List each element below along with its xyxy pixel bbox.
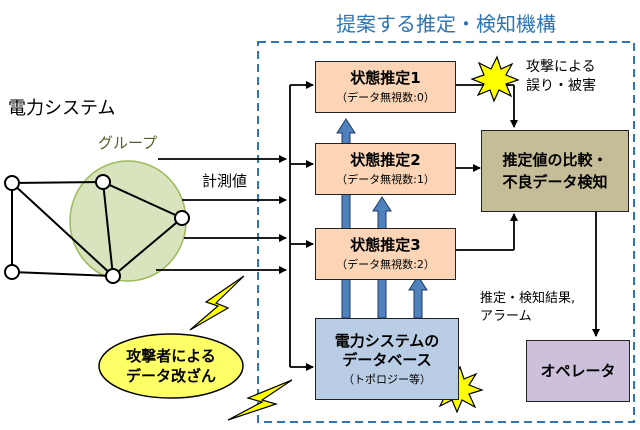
proposal-border bbox=[257, 41, 635, 423]
comparison-line2: 不良データ検知 bbox=[502, 173, 608, 191]
estimator-box-1: 状態推定1 （データ無視数:0） bbox=[315, 61, 456, 113]
bus-arrows bbox=[290, 81, 314, 371]
estimator-title: 状態推定3 bbox=[350, 236, 421, 255]
network-node bbox=[4, 175, 20, 191]
database-line2: データベース bbox=[342, 351, 432, 370]
database-box: 電力システムの データベース （トポロジー等） bbox=[315, 318, 459, 400]
network-node bbox=[4, 264, 20, 280]
estimator-title: 状態推定1 bbox=[350, 69, 421, 88]
estimator-subtitle: （データ無視数:0） bbox=[336, 91, 435, 104]
network-nodes bbox=[4, 174, 190, 284]
diagram-title: 提案する推定・検知機構 bbox=[336, 12, 556, 36]
operator-box: オペレータ bbox=[526, 340, 630, 402]
result-label: 推定・検知結果, アラーム bbox=[480, 290, 575, 325]
explosion-icon bbox=[470, 55, 520, 103]
measurement-label: 計測値 bbox=[202, 172, 248, 190]
lightning-bolt-icon bbox=[227, 379, 293, 421]
attacker-bubble-text: 攻撃者による データ改ざん bbox=[101, 336, 241, 396]
power-system-label: 電力システム bbox=[8, 98, 116, 119]
attack-damage-line2: 誤り・被害 bbox=[526, 77, 596, 94]
result-line2: アラーム bbox=[480, 308, 532, 324]
network-node bbox=[174, 210, 190, 226]
comparison-line1: 推定値の比較・ bbox=[502, 150, 608, 169]
lightning-bolt-icon bbox=[189, 275, 245, 331]
network-node bbox=[95, 174, 111, 190]
group-label: グループ bbox=[98, 134, 158, 152]
comparison-box: 推定値の比較・ 不良データ検知 bbox=[481, 130, 629, 212]
attacker-bubble bbox=[98, 333, 244, 399]
result-line1: 推定・検知結果, bbox=[480, 291, 576, 306]
estimator-box-3: 状態推定3 （データ無視数:2） bbox=[315, 228, 456, 280]
database-line1: 電力システムの bbox=[334, 331, 440, 350]
network-node bbox=[105, 268, 121, 284]
attack-damage-label: 攻撃による 誤り・被害 bbox=[526, 58, 596, 96]
network-edges bbox=[11, 181, 183, 277]
measurement-lines bbox=[156, 155, 287, 274]
operator-label: オペレータ bbox=[540, 361, 616, 380]
estimator-subtitle: （データ無視数:2） bbox=[336, 258, 435, 271]
estimator-subtitle: （データ無視数:1） bbox=[336, 173, 435, 186]
estimator-box-2: 状態推定2 （データ無視数:1） bbox=[315, 143, 456, 195]
attacker-bubble-line1: 攻撃者による bbox=[126, 346, 216, 365]
attacker-bubble-line2: データ改ざん bbox=[125, 367, 216, 385]
estimator-title: 状態推定2 bbox=[350, 151, 421, 170]
attack-damage-line1: 攻撃による bbox=[526, 59, 596, 75]
database-subtitle: （トポロジー等） bbox=[343, 372, 431, 386]
